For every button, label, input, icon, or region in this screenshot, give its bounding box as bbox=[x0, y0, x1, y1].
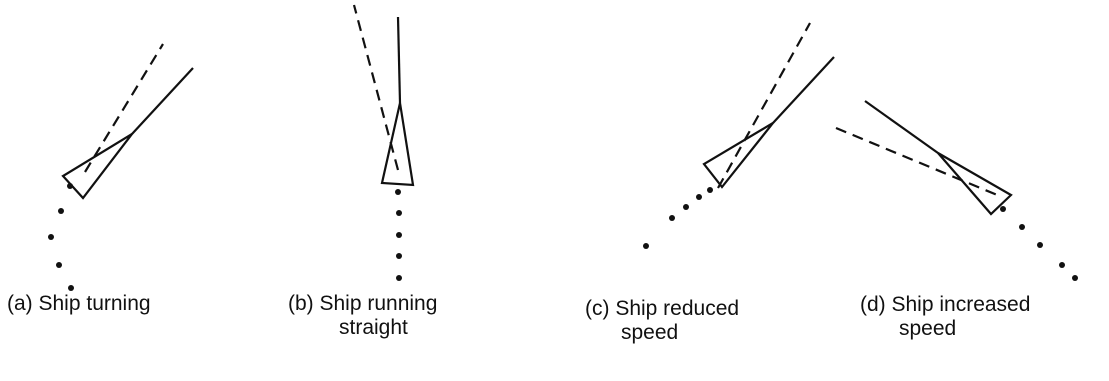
panel-c-ship-triangle bbox=[702, 122, 774, 189]
panel-a-track-dots bbox=[48, 183, 74, 291]
panel-d-dashed-heading-line bbox=[835, 126, 1003, 199]
panel-d-track-dots bbox=[1000, 206, 1078, 281]
panel-c-ship-reduced-speed bbox=[702, 22, 835, 189]
panel-d-ship-increased-speed bbox=[835, 100, 1013, 216]
panel-a-caption: (a) Ship turning bbox=[7, 292, 151, 316]
panel-b-ship-triangle bbox=[380, 102, 415, 187]
panel-d-caption-line1: (d) Ship increased bbox=[860, 293, 1031, 316]
panel-c-dashed-heading-line bbox=[717, 22, 811, 189]
panel-c-solid-course-line bbox=[772, 56, 835, 124]
panel-d-caption-line2: speed bbox=[899, 317, 957, 340]
panel-c-caption-line2: speed bbox=[621, 321, 679, 344]
panel-b-track-dots bbox=[395, 189, 402, 281]
panel-a-ship-turning bbox=[61, 43, 194, 200]
panel-a-caption-line1: (a) Ship turning bbox=[7, 292, 151, 315]
panel-d-caption: (d) Ship increased speed bbox=[860, 293, 1030, 341]
panel-b-caption-line2: straight bbox=[339, 316, 408, 339]
panel-a-dashed-heading-line bbox=[84, 43, 164, 173]
panel-a-solid-course-line bbox=[131, 67, 194, 135]
panel-a-ship-triangle bbox=[61, 133, 133, 200]
panel-d-ship-triangle bbox=[937, 152, 1013, 216]
panel-c-caption: (c) Ship reduced speed bbox=[585, 297, 739, 345]
panel-b-ship-running-straight bbox=[352, 4, 415, 187]
panel-c-caption-line1: (c) Ship reduced bbox=[585, 297, 740, 320]
panel-c-track-dots bbox=[643, 187, 713, 249]
panel-b-caption: (b) Ship running straight bbox=[288, 292, 437, 340]
panel-b-caption-line1: (b) Ship running bbox=[288, 292, 438, 315]
panel-d-solid-course-line bbox=[864, 100, 939, 154]
panel-b-solid-course-line bbox=[396, 16, 402, 104]
